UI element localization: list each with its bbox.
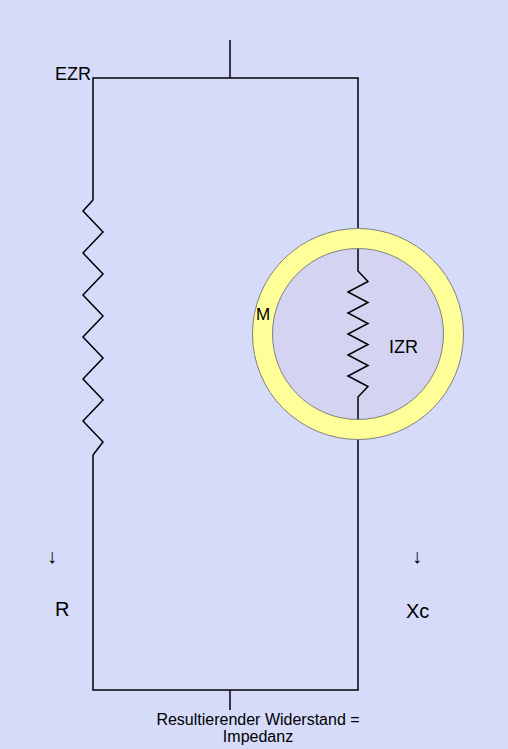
input-wire [229, 40, 231, 78]
direction-arrow: ↓ [412, 545, 422, 568]
resistor-label: IZR [389, 337, 418, 358]
quantity-label: Xc [406, 600, 429, 623]
resistor-symbol [83, 200, 103, 455]
caption: Resultierender Widerstand = Impedanz [138, 711, 378, 745]
bottom-wire [93, 440, 358, 690]
terminal-label: EZR [55, 64, 91, 85]
top-wire [93, 78, 358, 228]
output-wire [229, 690, 231, 710]
inner-circle: IZR [272, 248, 444, 420]
motor-ring: M IZR [252, 228, 464, 440]
motor-label: M [256, 305, 270, 325]
resistor-symbol [273, 249, 443, 419]
quantity-label: R [55, 598, 69, 621]
direction-arrow: ↓ [47, 545, 57, 568]
